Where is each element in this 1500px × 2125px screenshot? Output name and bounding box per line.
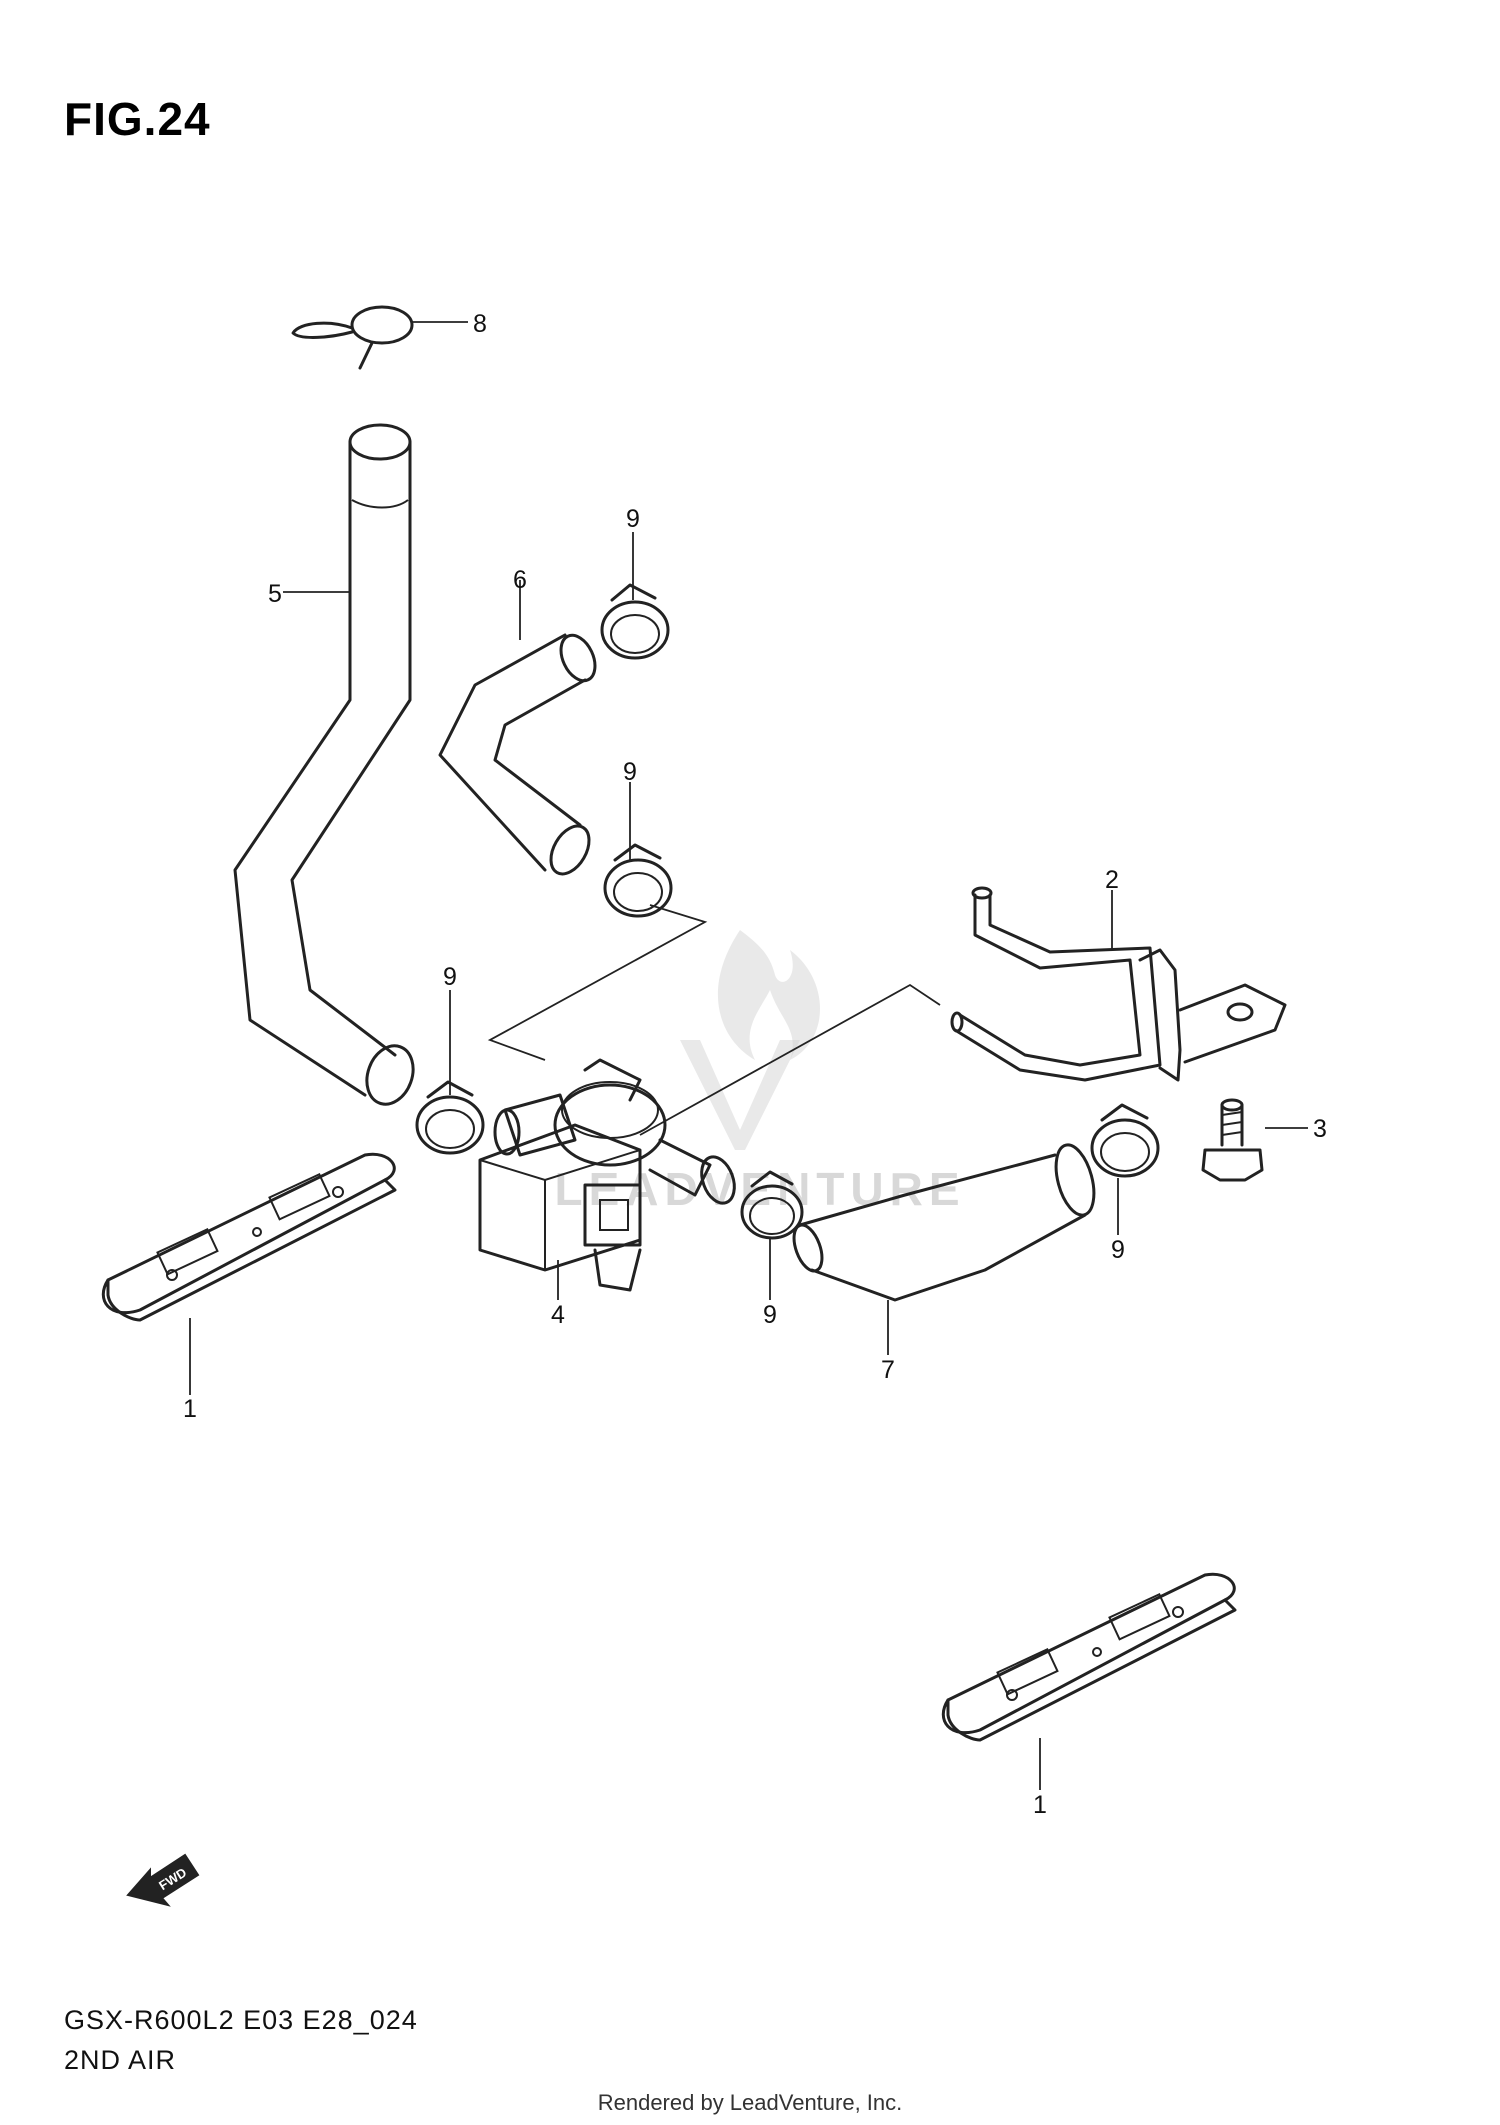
leader-lines	[189, 321, 1308, 1790]
part-9-clamp-bottom	[740, 1170, 804, 1240]
callout-7: 7	[881, 1356, 895, 1384]
part-1-gasket-left	[101, 1152, 397, 1322]
callout-2: 2	[1105, 866, 1119, 894]
part-9-clamp-left	[415, 1080, 485, 1155]
callout-1-right: 1	[1033, 1791, 1047, 1819]
callout-9-top: 9	[626, 505, 640, 533]
section-name: 2ND AIR	[64, 2045, 177, 2075]
figure-title: FIG.24	[64, 93, 211, 145]
part-1-gasket-right	[941, 1572, 1237, 1742]
callout-5: 5	[268, 580, 282, 608]
watermark-logo: LEADVENTURE	[554, 930, 960, 1215]
part-9-clamp-mid	[603, 843, 673, 918]
part-6-hose	[438, 633, 597, 876]
part-9-clamp-right	[1090, 1103, 1160, 1178]
fwd-arrow-icon: FWD	[126, 1853, 200, 1907]
callout-9-right: 9	[1111, 1236, 1125, 1264]
part-8-clamp	[291, 305, 414, 370]
callout-6: 6	[513, 566, 527, 594]
part-4-valve	[478, 1058, 736, 1292]
part-2-pipe-bracket	[950, 886, 1287, 1082]
model-code: GSX-R600L2 E03 E28_024	[64, 2005, 418, 2035]
callout-9-mid: 9	[623, 758, 637, 786]
callout-1-left: 1	[183, 1395, 197, 1423]
callout-labels: 8 5 6 9 9 9 9 9 2 3 4 7 1 1	[183, 310, 1327, 1819]
part-3-bolt	[1201, 1098, 1264, 1182]
render-credit: Rendered by LeadVenture, Inc.	[597, 2090, 903, 2115]
callout-9-left: 9	[443, 963, 457, 991]
assembly-guide-lines	[487, 904, 941, 1136]
part-5-hose	[233, 423, 415, 1106]
callout-9-bottom: 9	[763, 1301, 777, 1329]
part-9-clamp-top	[600, 583, 670, 660]
callout-3: 3	[1313, 1115, 1327, 1143]
callout-4: 4	[551, 1301, 565, 1329]
callout-8: 8	[473, 310, 487, 338]
part-7-hose	[792, 1143, 1096, 1302]
